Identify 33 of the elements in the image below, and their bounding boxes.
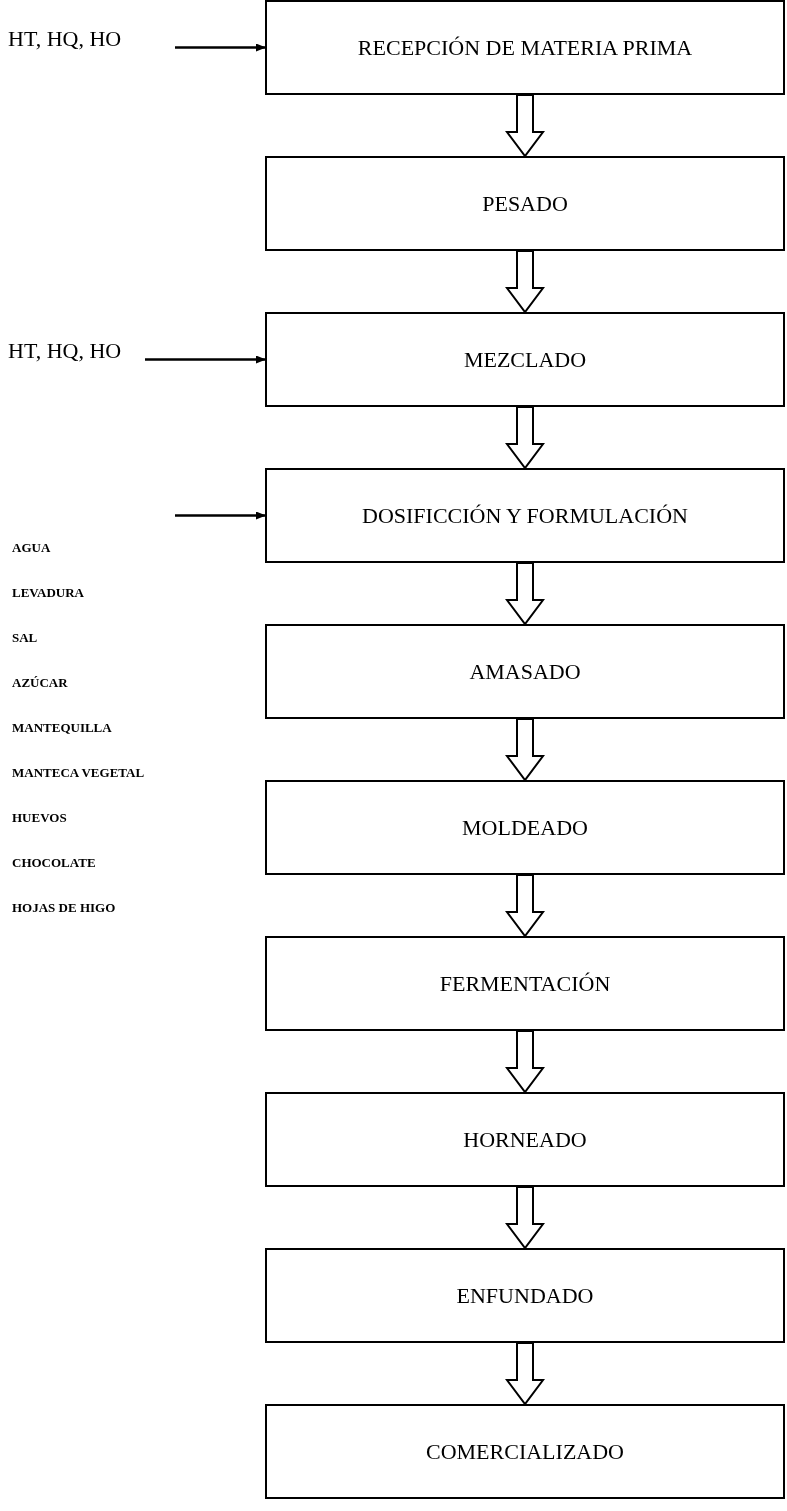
process-box: PESADO: [265, 156, 785, 251]
ingredient-label: HOJAS DE HIGO: [12, 899, 117, 917]
input-label: HT, HQ, HO: [8, 332, 145, 368]
process-box: MOLDEADO: [265, 780, 785, 875]
process-box: AMASADO: [265, 624, 785, 719]
ingredient-label: MANTEQUILLA: [12, 719, 113, 737]
arrow: [175, 43, 266, 52]
ingredient-label: AGUA: [12, 539, 52, 557]
process-box: COMERCIALIZADO: [265, 1404, 785, 1499]
ingredient-label: MANTECA VEGETAL: [12, 764, 145, 782]
block-arrow: [505, 718, 545, 782]
ingredient-label: AZÚCAR: [12, 674, 69, 692]
process-box: MEZCLADO: [265, 312, 785, 407]
block-arrow: [505, 406, 545, 470]
ingredient-label: CHOCOLATE: [12, 854, 97, 872]
process-box: FERMENTACIÓN: [265, 936, 785, 1031]
ingredient-label: HUEVOS: [12, 809, 68, 827]
block-arrow: [505, 250, 545, 314]
process-box: HORNEADO: [265, 1092, 785, 1187]
arrow: [145, 355, 266, 364]
block-arrow: [505, 1342, 545, 1406]
block-arrow: [505, 874, 545, 938]
ingredient-label: SAL: [12, 629, 39, 647]
block-arrow: [505, 94, 545, 158]
arrow: [175, 511, 266, 520]
block-arrow: [505, 1030, 545, 1094]
block-arrow: [505, 1186, 545, 1250]
block-arrow: [505, 562, 545, 626]
ingredient-label: LEVADURA: [12, 584, 85, 602]
process-box: RECEPCIÓN DE MATERIA PRIMA: [265, 0, 785, 95]
process-box: DOSIFICCIÓN Y FORMULACIÓN: [265, 468, 785, 563]
input-label: HT, HQ, HO: [8, 20, 175, 56]
process-box: ENFUNDADO: [265, 1248, 785, 1343]
